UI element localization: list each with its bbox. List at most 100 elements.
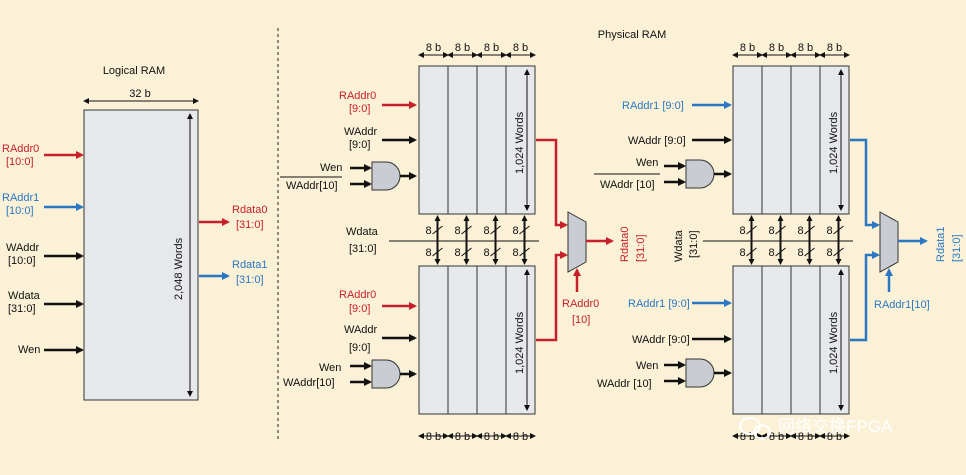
wechat-icon [739,417,771,440]
left-bot-raddr0-range: [9:0] [349,303,370,315]
right-bot-wen-label: Wen [636,360,658,372]
right-top-byte-label: 8 b [769,42,784,54]
left-top-wen-label: Wen [320,162,342,174]
right-bot-waddr10-label: WAddr [10] [597,378,652,390]
left-top-waddr10-label: WAddr[10] [286,180,338,192]
left-mux-out-label: Rdata0 [619,227,631,262]
physical-ram-title: Physical RAM [598,29,666,41]
right-top-byte-label: 8 b [798,42,813,54]
physical-left-group: 1,024 Words 1,024 Words 8 b 8 b 8 8 8 b 8 b 8 8 8 … [389,42,539,443]
left-bus-width-label: 8 [426,225,432,237]
left-bus-slash [519,247,530,257]
left-bot-read-path [536,251,568,342]
logical-wdata-label: Wdata [8,290,41,302]
logical-ram-block [83,109,199,401]
right-bus-width-label: 8 [769,247,775,259]
left-bus-width-label: 8 [455,225,461,237]
logical-raddr1-label: RAddr1 [2,192,39,204]
left-top-byte-label: 8 b [513,42,528,54]
left-mux [567,211,587,273]
left-bus-slash [461,225,472,235]
left-top-waddr-range: [9:0] [349,139,370,151]
left-bot-raddr0-label: RAddr0 [339,289,376,301]
left-bus-slash [490,247,501,257]
right-mux [879,211,899,273]
left-top-and-gate [371,161,401,191]
left-mux-sel-label: RAddr0 [562,298,599,310]
logical-wen-label: Wen [18,344,40,356]
left-bus-slash [432,247,443,257]
right-top-byte-label: 8 b [740,42,755,54]
logical-wdata-range: [31:0] [8,303,36,315]
right-bot-read-path [850,251,880,342]
left-top-read-path [536,138,568,229]
left-bot-depth-label: 1,024 Words [514,311,526,374]
physical-right-group: 1,024 Words 1,024 Words 8 b 8 b 8 8 8 b 8 b 8 8 8 … [703,42,853,443]
left-bus-slash [519,225,530,235]
left-bot-wen-label: Wen [319,362,341,374]
left-top-byte-label: 8 b [484,42,499,54]
left-bot-waddr-range: [9:0] [349,342,370,354]
right-bot-byte-label: 8 b [769,431,784,443]
right-bus-slash [833,225,844,235]
right-mux-out-range: [31:0] [951,234,963,262]
right-bus-slash [746,225,757,235]
left-bus-width-label: 8 [513,225,519,237]
left-mux-out-range: [31:0] [635,234,647,262]
right-wdata-label: Wdata [673,229,685,262]
right-top-depth-label: 1,024 Words [828,111,840,174]
right-bus-slash [804,247,815,257]
watermark: 网络交换FPGA [739,417,893,440]
left-bus-slash [432,225,443,235]
left-bot-waddr10-label: WAddr[10] [283,377,335,389]
logical-raddr1-range: [10:0] [6,205,34,217]
right-bus-width-label: 8 [769,225,775,237]
left-top-raddr0-range: [9:0] [349,103,370,115]
right-top-waddr10-label: WAddr [10] [600,179,655,191]
right-bot-depth-label: 1,024 Words [828,311,840,374]
left-bot-byte-label: 8 b [455,431,470,443]
right-bot-byte-label: 8 b [798,431,813,443]
left-wdata-range: [31:0] [349,243,377,255]
left-bus-width-label: 8 [484,225,490,237]
right-bus-width-label: 8 [740,225,746,237]
left-bus-width-label: 8 [484,247,490,259]
left-bot-byte-label: 8 b [484,431,499,443]
right-bus-width-label: 8 [827,247,833,259]
right-bot-byte-label: 8 b [827,431,842,443]
logical-width-label: 32 b [129,88,150,100]
left-top-depth-label: 1,024 Words [514,111,526,174]
logical-waddr-range: [10:0] [8,255,36,267]
left-mux-sel-range: [10] [572,314,590,326]
left-wdata-label: Wdata [346,226,379,238]
logical-depth-label: 2,048 Words [173,237,185,300]
left-top-byte-label: 8 b [426,42,441,54]
logical-rdata0-label: Rdata0 [232,204,267,216]
left-bus-width-label: 8 [426,247,432,259]
left-top-raddr0-label: RAddr0 [339,90,376,102]
logical-rdata0-range: [31:0] [236,219,264,231]
left-bus-slash [461,247,472,257]
right-top-read-path [850,138,880,229]
right-top-raddr1-label: RAddr1 [9:0] [622,100,684,112]
logical-rdata1-label: Rdata1 [232,259,267,271]
right-bot-and-gate [685,358,715,388]
right-bus-width-label: 8 [798,225,804,237]
watermark-text: 网络交换FPGA [778,417,893,436]
left-bus-slash [490,225,501,235]
right-bus-width-label: 8 [798,247,804,259]
logical-raddr0-range: [10:0] [6,156,34,168]
right-bus-slash [833,247,844,257]
right-top-wen-label: Wen [636,157,658,169]
logical-ram-title: Logical RAM [103,65,165,77]
right-bus-width-label: 8 [827,225,833,237]
logical-waddr-label: WAddr [6,242,40,254]
left-bus-width-label: 8 [455,247,461,259]
right-mux-out-label: Rdata1 [935,227,947,262]
right-bus-width-label: 8 [740,247,746,259]
right-bot-waddr-label: WAddr [9:0] [632,334,690,346]
right-wdata-range: [31:0] [688,230,700,258]
right-bus-slash [746,247,757,257]
